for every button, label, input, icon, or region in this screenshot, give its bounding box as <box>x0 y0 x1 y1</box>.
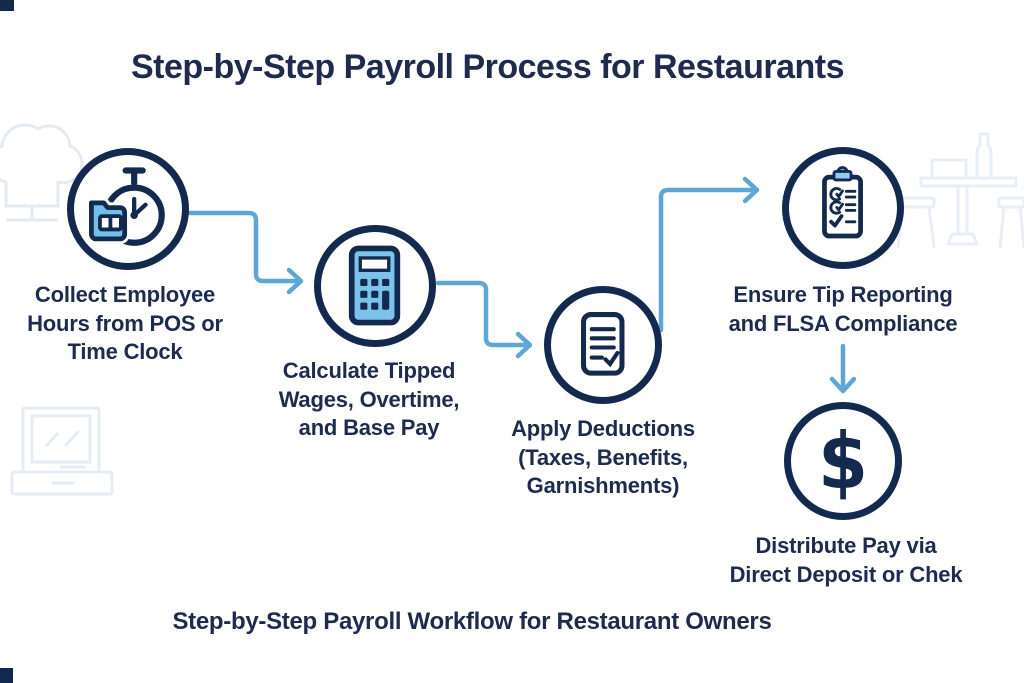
connector-arrowhead-2 <box>515 331 533 359</box>
document-check-icon <box>581 312 625 376</box>
step-node-collect-hours <box>67 148 189 270</box>
step-label-apply-deductions: Apply Deductions (Taxes, Benefits, Garni… <box>511 416 695 498</box>
clipboard-checklist-icon <box>822 166 864 239</box>
footer-caption: Step-by-Step Payroll Workflow for Restau… <box>172 608 772 635</box>
corner-mark-bottom-left <box>0 668 13 683</box>
stopwatch-folder-icon <box>86 167 166 247</box>
dollar-sign-icon: $ <box>817 415 869 507</box>
restaurant-table-watermark-icon <box>896 132 1024 249</box>
connector-arrow-2 <box>435 280 527 348</box>
step-label-tip-reporting: Ensure Tip Reporting and FLSA Compliance <box>728 282 958 336</box>
step-node-apply-deductions <box>544 286 662 404</box>
page-title: Step-by-Step Payroll Process for Restaur… <box>130 48 845 86</box>
step-node-distribute-pay: $ <box>784 402 902 520</box>
corner-mark-top-left <box>0 0 14 11</box>
calculator-icon <box>349 246 401 326</box>
step-label-calculate-wages: Calculate Tipped Wages, Overtime, and Ba… <box>278 358 460 440</box>
connector-arrowhead-3 <box>742 176 760 204</box>
connector-arrowhead-1 <box>286 267 304 295</box>
connector-arrow-1 <box>187 210 299 284</box>
step-label-distribute-pay: Distribute Pay via Direct Deposit or Che… <box>729 533 963 587</box>
connector-arrowhead-4 <box>829 376 857 394</box>
step-node-tip-reporting <box>782 147 904 269</box>
step-node-calculate-wages <box>314 225 436 347</box>
connector-arrow-3 <box>658 187 754 333</box>
step-label-collect-hours: Collect Employee Hours from POS or Time … <box>27 282 223 364</box>
pos-terminal-watermark-icon <box>10 406 114 496</box>
